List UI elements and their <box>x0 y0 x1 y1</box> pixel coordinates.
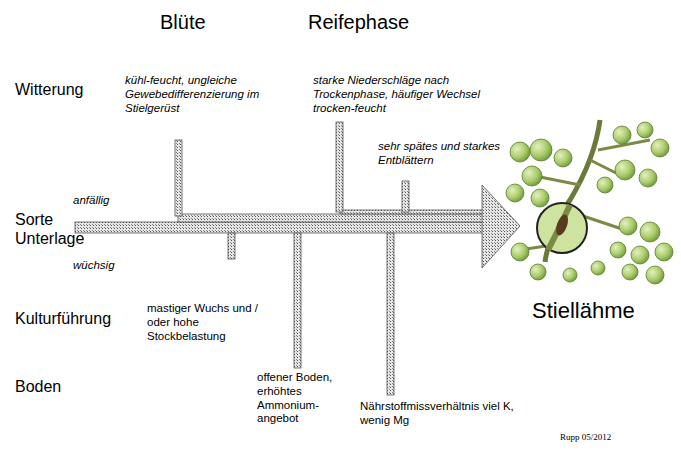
category-label: Unterlage <box>15 229 95 248</box>
cause-note: Nährstoffmissverhältnis viel K, wenig Mg <box>360 400 530 428</box>
phase-heading: Blüte <box>160 10 250 34</box>
attribute-label: wüchsig <box>73 259 143 273</box>
category-label: Sorte <box>15 210 75 229</box>
category-label: Kulturführung <box>15 309 145 328</box>
cause-note: kühl-feucht, ungleiche Gewebedifferenzie… <box>125 74 285 115</box>
category-label: Witterung <box>15 80 115 99</box>
phase-heading: Reifephase <box>308 10 438 34</box>
cause-note: offener Boden, erhöhtes Ammonium- angebo… <box>257 371 345 426</box>
cause-note: mastiger Wuchs und / oder hohe Stockbela… <box>147 302 265 343</box>
attribute-label: anfällig <box>73 194 143 208</box>
fishbone-arrow <box>75 122 520 395</box>
grape-illustration <box>506 120 673 284</box>
cause-note: starke Niederschläge nach Trockenphase, … <box>313 74 508 115</box>
category-label: Boden <box>15 377 115 396</box>
effect-label: Stiellähme <box>532 298 672 324</box>
author-note: Rupp 05/2012 <box>560 432 660 443</box>
cause-note: sehr spätes und starkes Entblättern <box>378 140 508 168</box>
